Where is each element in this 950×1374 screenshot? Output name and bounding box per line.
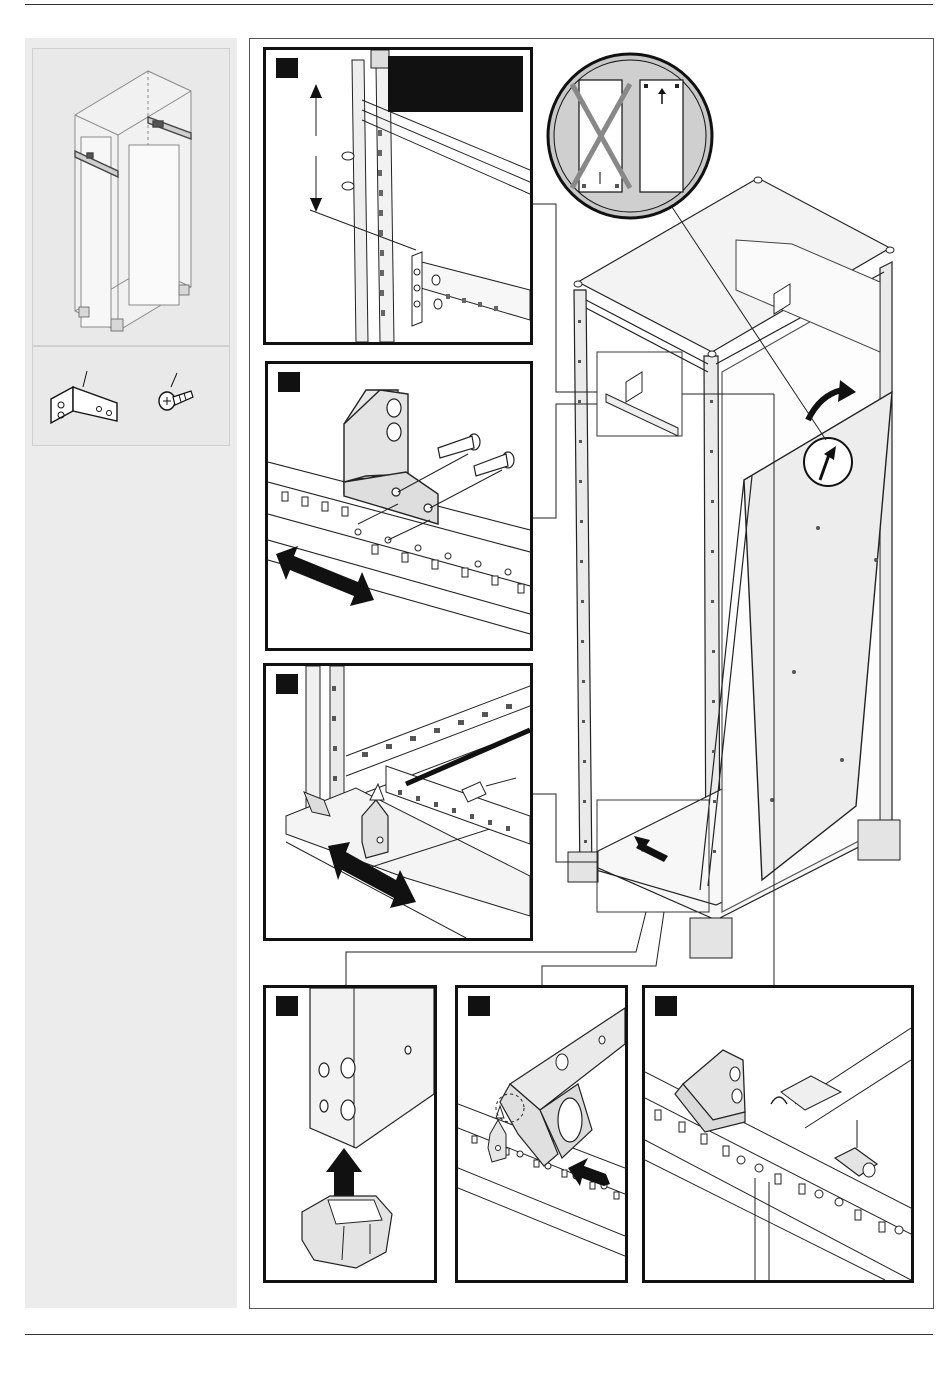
step-6-marker <box>655 996 677 1016</box>
step-6-panel <box>642 985 914 1283</box>
step-1-marker <box>276 58 298 78</box>
step-2-marker <box>278 372 300 392</box>
step-4-panel <box>263 985 437 1283</box>
step-4-marker <box>276 996 298 1016</box>
slide-arrow-icon <box>276 546 374 606</box>
step-2-panel <box>265 361 533 651</box>
step-1-label-box <box>388 56 523 112</box>
step-3-panel <box>263 663 533 941</box>
step-5-panel <box>455 985 628 1283</box>
push-arrow-icon <box>568 1158 610 1186</box>
step-5-marker <box>468 996 490 1016</box>
step-3-marker <box>276 674 298 694</box>
lift-arrow-icon <box>326 1148 362 1196</box>
